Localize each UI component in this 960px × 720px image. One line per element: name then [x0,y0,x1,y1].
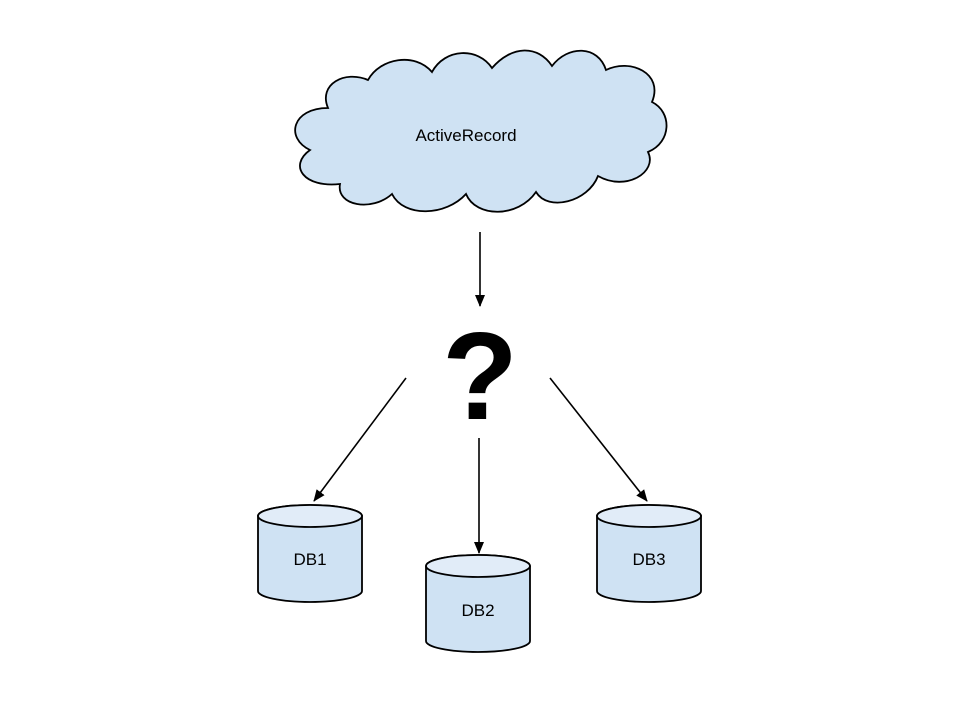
db3-node: DB3 [596,504,702,603]
activerecord-cloud-node: ActiveRecord [294,49,668,213]
db1-label: DB1 [293,550,326,569]
db2-label: DB2 [461,601,494,620]
edge-question-to-db3 [549,377,648,502]
database-top [257,504,363,528]
db3-label: DB3 [632,550,665,569]
cloud-shape [294,49,668,213]
database-top [596,504,702,528]
db2-node: DB2 [425,554,531,653]
cloud-label: ActiveRecord [415,126,516,145]
edge-question-to-db1 [313,377,407,502]
question-mark-icon: ? [442,308,518,446]
database-top [425,554,531,578]
db1-node: DB1 [257,504,363,603]
